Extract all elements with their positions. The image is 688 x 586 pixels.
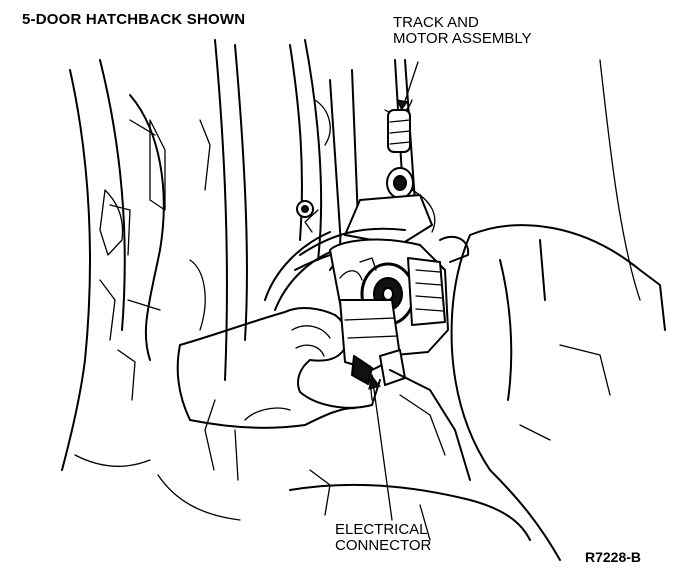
figure-code: R7228-B bbox=[585, 549, 642, 565]
callout-electrical-connector: ELECTRICAL CONNECTOR bbox=[335, 522, 431, 554]
door-trim-right bbox=[450, 59, 666, 561]
callout-line: TRACK AND bbox=[393, 14, 479, 31]
callout-line: CONNECTOR bbox=[335, 536, 432, 554]
motor-bracket bbox=[264, 189, 436, 311]
electrical-connector bbox=[339, 299, 406, 401]
callout-line: ELECTRICAL bbox=[335, 521, 428, 538]
door-inner-panel bbox=[157, 39, 359, 521]
callout-leaders bbox=[368, 61, 419, 521]
door-pillar-left bbox=[61, 59, 166, 471]
callout-line: MOTOR ASSEMBLY bbox=[393, 29, 532, 47]
callout-track-and-motor-assembly: TRACK AND MOTOR ASSEMBLY bbox=[393, 15, 532, 47]
diagram-heading: 5-DOOR HATCHBACK SHOWN bbox=[22, 11, 246, 28]
track-channel bbox=[296, 59, 418, 231]
regulator-linkage bbox=[289, 369, 531, 541]
